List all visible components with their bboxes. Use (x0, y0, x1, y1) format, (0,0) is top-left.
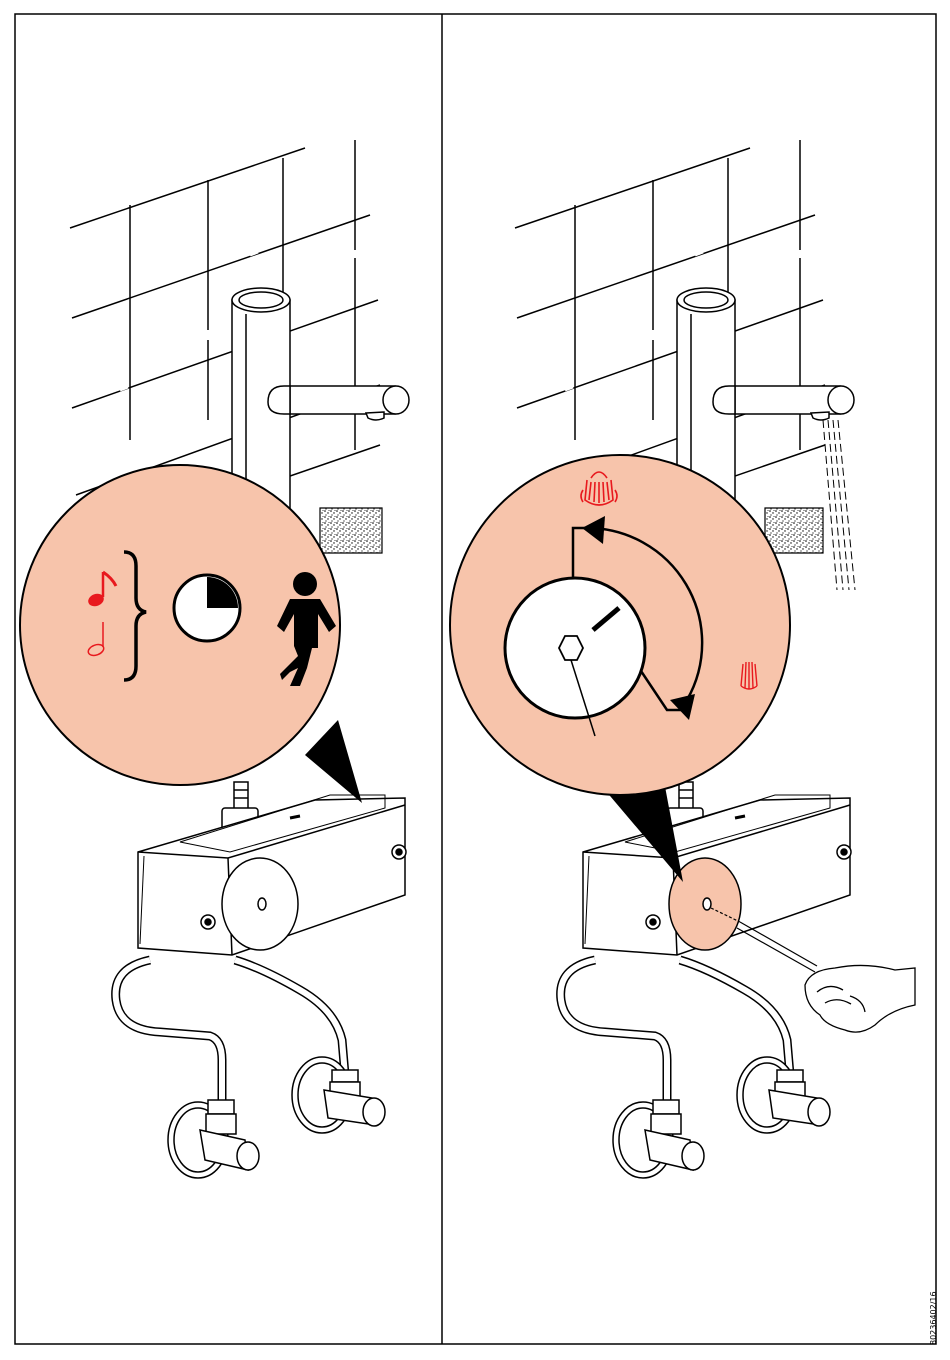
hand-icon (805, 965, 915, 1032)
timer-pie-icon (174, 575, 240, 641)
water-stream (823, 420, 855, 590)
document-code: 80236402/16 (929, 1291, 938, 1345)
callout-pointer (305, 720, 362, 803)
wall-plate (765, 508, 823, 553)
faucet (232, 288, 409, 510)
right-panel (450, 140, 915, 1178)
left-panel (20, 140, 409, 1178)
control-unit (116, 782, 406, 1178)
wall-plate (320, 508, 382, 553)
